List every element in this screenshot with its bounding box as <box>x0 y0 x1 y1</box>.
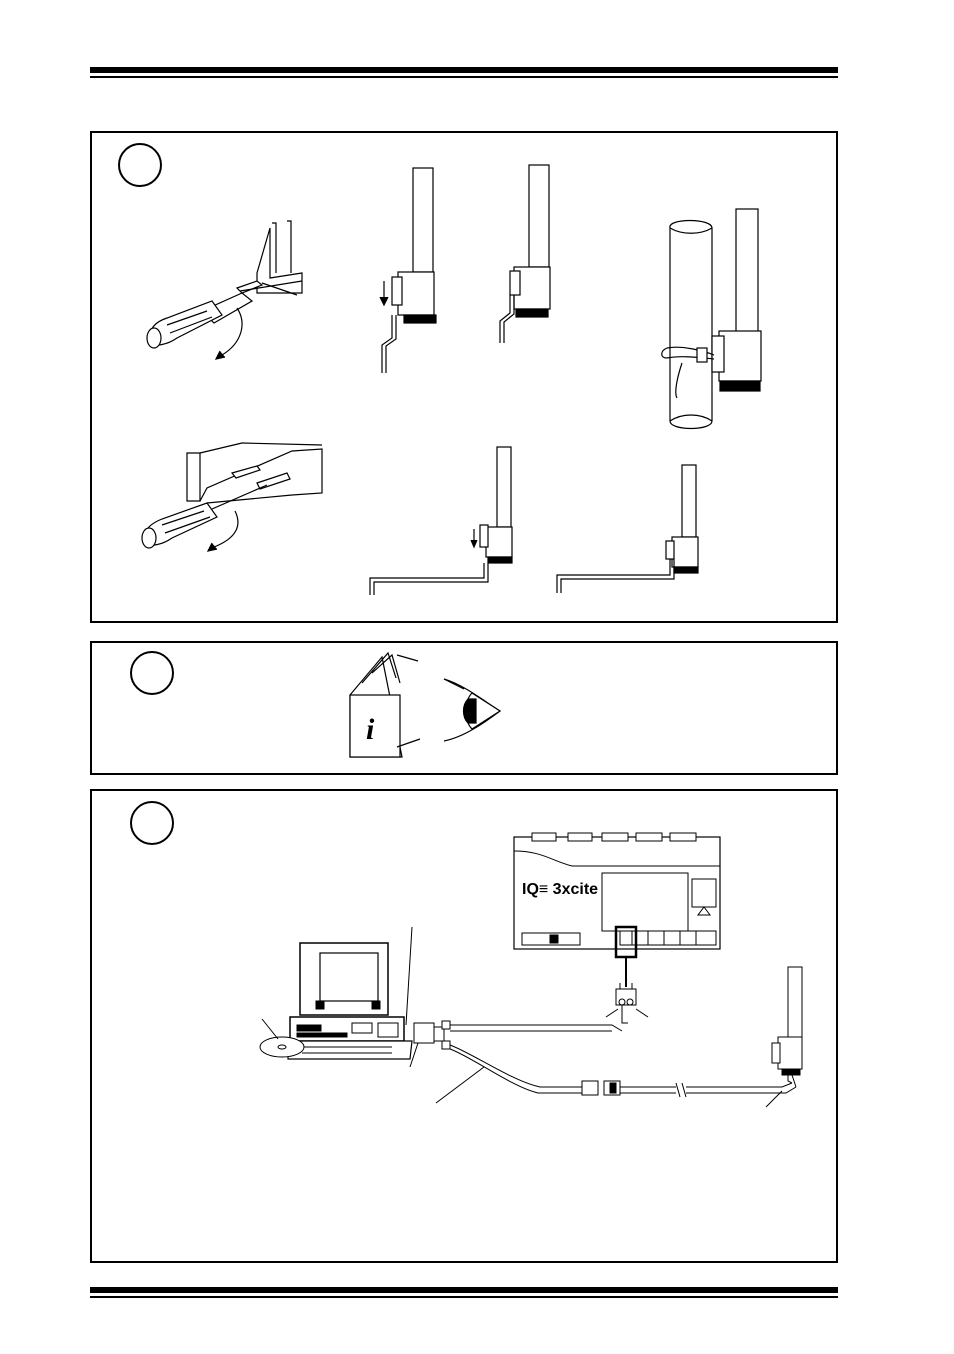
panel-read-instructions: i <box>90 641 838 775</box>
header-rule-thin <box>90 76 838 78</box>
panel-mounting <box>90 131 838 623</box>
connection-illustration: IQ≡ 3xcite <box>92 791 836 1261</box>
screwdriver-icon <box>142 443 322 551</box>
sensor-icon <box>557 465 698 593</box>
panel-system-connection: IQ≡ 3xcite <box>90 789 838 1263</box>
mounting-illustration <box>92 133 836 621</box>
screwdriver-icon <box>147 221 302 359</box>
instructions-illustration: i <box>92 643 836 773</box>
cable-icon <box>410 1021 796 1103</box>
controller-logo: IQ≡ 3xcite <box>522 881 598 898</box>
eye-icon <box>444 679 500 741</box>
footer-rule-thin <box>90 1296 838 1298</box>
info-icon: i <box>366 713 375 746</box>
sensor-icon <box>370 447 512 595</box>
pipe-sensor-icon <box>662 209 761 429</box>
footer-rule-thick <box>90 1287 838 1293</box>
sensor-icon <box>380 168 436 373</box>
computer-icon <box>288 927 412 1059</box>
booklet-icon: i <box>350 653 420 757</box>
controller-icon <box>514 833 720 987</box>
header-rule-thick <box>90 67 838 73</box>
connector-plug-icon <box>606 983 648 1023</box>
sensor-icon <box>500 165 550 343</box>
